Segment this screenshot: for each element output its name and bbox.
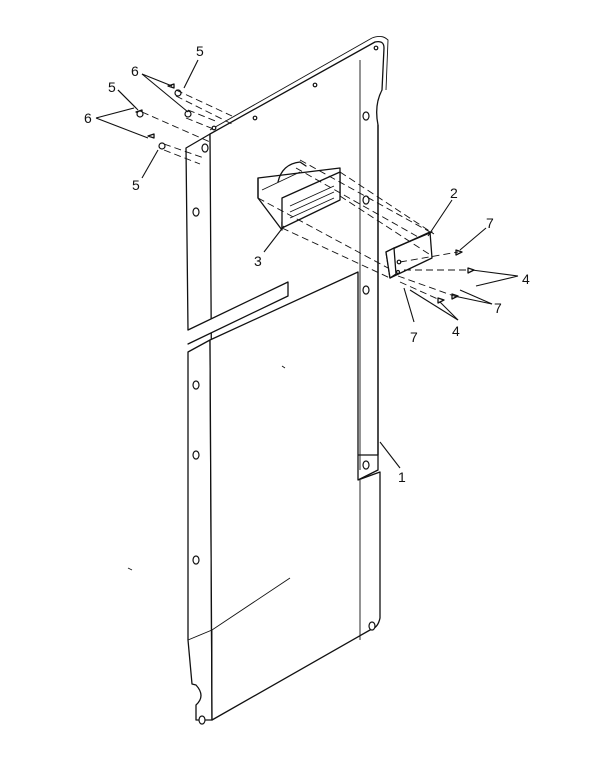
projection-lines-bracket	[257, 159, 435, 279]
fasteners-items-4-7	[397, 249, 475, 304]
callout-7: 7	[410, 329, 418, 345]
callout-4: 4	[452, 323, 460, 339]
washer-item-4	[467, 267, 475, 274]
callout-7: 7	[494, 300, 502, 316]
speck	[281, 365, 286, 369]
projection-line	[175, 89, 233, 117]
washer-item-5	[158, 142, 166, 150]
speck	[127, 567, 133, 571]
projection-line	[187, 109, 219, 123]
panel-hole	[362, 111, 370, 121]
callout-2: 2	[450, 185, 458, 201]
screw-item-6	[147, 133, 155, 139]
bracket-item-3	[257, 161, 341, 231]
callout-6: 6	[131, 63, 139, 79]
panel-hole	[192, 380, 200, 390]
panel-top-edge	[209, 37, 373, 131]
bracket-3-face	[281, 171, 341, 229]
projection-line	[185, 117, 217, 131]
bracket-2-top	[393, 231, 433, 249]
callout-5: 5	[108, 79, 116, 95]
panel-small-hole	[252, 115, 258, 121]
panel-small-hole	[312, 82, 318, 88]
panel-lower-face	[209, 271, 381, 721]
screw-item-6	[167, 83, 175, 89]
panel-hole	[362, 195, 370, 205]
projection-line	[175, 95, 233, 125]
fasteners-items-5-6	[135, 83, 233, 165]
projection-line	[163, 149, 201, 165]
projection-line	[163, 143, 205, 159]
callouts: 5 6 5 6 5 3 2 7 4 7 7 4 1	[84, 43, 530, 485]
projection-line	[141, 111, 211, 143]
callout-7: 7	[486, 215, 494, 231]
panel-break-strip	[187, 281, 289, 345]
panel-hole	[201, 143, 209, 153]
panel-hole	[368, 621, 376, 631]
bracket-3-tab	[277, 161, 307, 183]
panel-hole	[192, 450, 200, 460]
callout-3: 3	[254, 253, 262, 269]
callout-6: 6	[84, 110, 92, 126]
bracket-2-side	[385, 247, 397, 279]
screw-item-7	[455, 249, 463, 256]
panel-hole	[192, 207, 200, 217]
callout-5: 5	[196, 43, 204, 59]
panel-hole	[362, 285, 370, 295]
bracket-2-hole	[395, 269, 401, 275]
panel-lower-flange	[187, 339, 213, 721]
panel-hole	[198, 715, 206, 725]
panel-hole	[192, 555, 200, 565]
panel-top-corner	[371, 35, 389, 91]
panel-item-1	[127, 35, 389, 725]
washer-item-4	[451, 293, 459, 300]
washer-item-5	[136, 110, 144, 118]
washer-item-5	[184, 110, 192, 118]
panel-small-hole	[373, 45, 379, 51]
panel-small-hole	[211, 125, 217, 131]
bracket-3-edge	[261, 171, 301, 191]
bracket-item-2	[385, 231, 433, 279]
callout-4: 4	[522, 271, 530, 287]
callout-1: 1	[398, 469, 406, 485]
panel-hole	[362, 460, 370, 470]
leader-lines	[95, 59, 519, 469]
panel-right-edge	[357, 124, 379, 481]
screw-item-7	[437, 297, 445, 304]
callout-5: 5	[132, 177, 140, 193]
bracket-3-slot	[289, 185, 335, 219]
